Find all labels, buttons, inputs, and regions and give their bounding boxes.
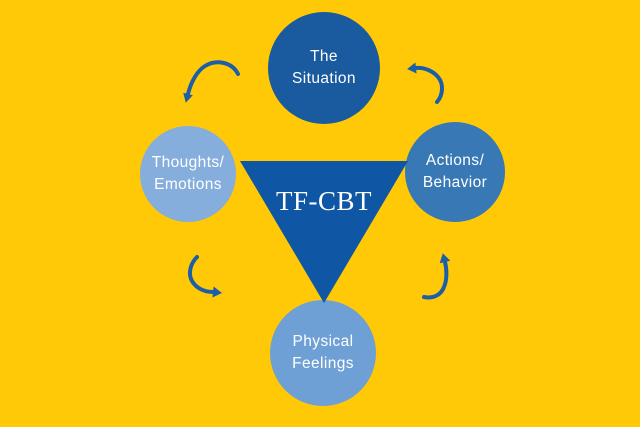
arrow-head-icon <box>212 286 222 298</box>
node-physical-feelings-label: Physical Feelings <box>292 331 354 375</box>
node-thoughts-emotions-label: Thoughts/ Emotions <box>152 152 225 196</box>
curved-arrow-actions-to-situation <box>407 62 444 104</box>
arrow-shaft <box>186 60 240 96</box>
node-actions-behavior-line2: Behavior <box>422 174 488 191</box>
curved-arrow-physical-to-actions <box>422 253 451 300</box>
node-physical-feelings: Physical Feelings <box>270 300 376 406</box>
arrow-head-icon <box>407 62 417 74</box>
curved-arrow-situation-to-thoughts <box>183 60 240 103</box>
node-thoughts-emotions-line1: Thoughts/ <box>151 154 225 171</box>
center-title: TF-CBT <box>275 186 372 216</box>
node-physical-feelings-line1: Physical <box>292 333 354 350</box>
node-actions-behavior: Actions/ Behavior <box>405 122 505 222</box>
arrow-head-icon <box>439 253 451 264</box>
node-physical-feelings-line2: Feelings <box>292 355 354 372</box>
node-the-situation-line1: The <box>310 48 338 65</box>
node-thoughts-emotions: Thoughts/ Emotions <box>140 126 236 222</box>
arrow-shaft <box>187 255 215 294</box>
node-actions-behavior-label: Actions/ Behavior <box>423 150 487 194</box>
node-thoughts-emotions-line2: Emotions <box>154 176 222 193</box>
node-the-situation: The Situation <box>268 12 380 124</box>
arrow-shaft <box>414 65 444 104</box>
center-triangle-shape <box>240 161 408 303</box>
node-actions-behavior-line1: Actions/ <box>425 152 485 169</box>
arrow-head-icon <box>183 92 193 103</box>
arrow-shaft <box>422 260 449 300</box>
node-the-situation-line2: Situation <box>292 70 356 87</box>
curved-arrow-thoughts-to-physical <box>187 255 222 298</box>
node-the-situation-label: The Situation <box>292 46 356 90</box>
